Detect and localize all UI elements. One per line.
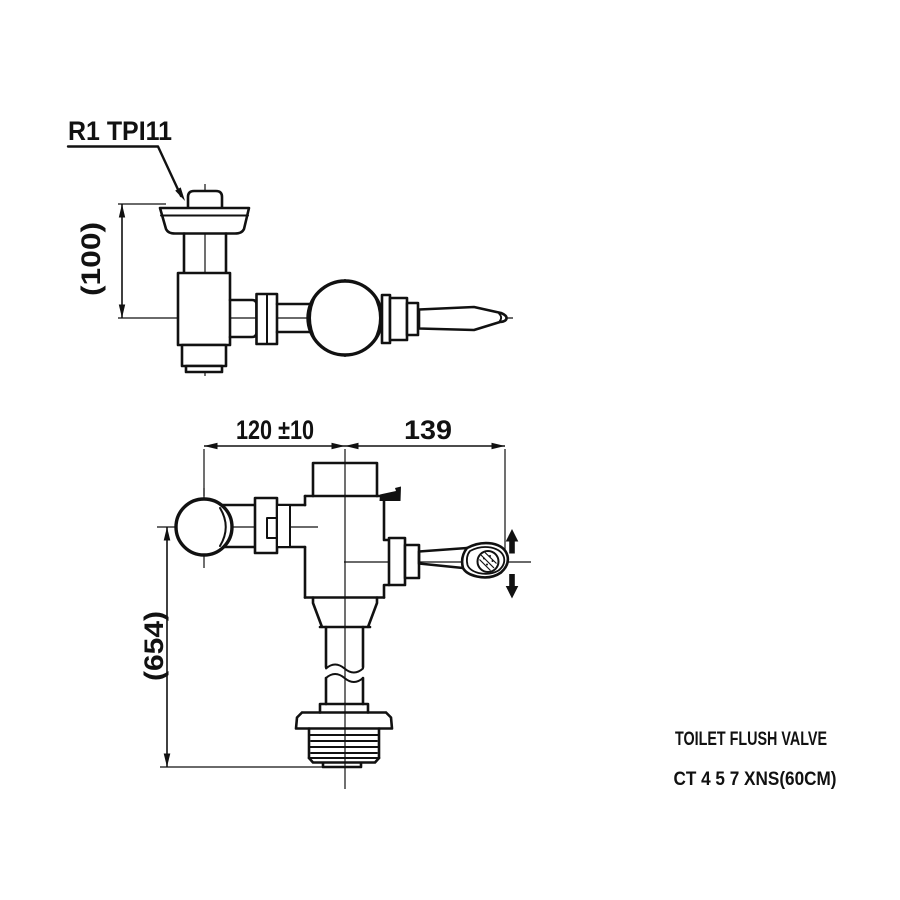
inlet-nut-notch bbox=[266, 517, 278, 539]
connector-pipe-lines bbox=[275, 302, 312, 334]
body-step-2 bbox=[184, 364, 224, 374]
valve-body-front-view bbox=[294, 461, 421, 769]
dim-arrow-mid-left bbox=[331, 442, 345, 450]
up-arrow-icon bbox=[505, 529, 519, 554]
handle-lever-front-view bbox=[417, 529, 519, 599]
dim-horizontal: 120 ±10 139 bbox=[203, 415, 506, 559]
down-pipe-lower bbox=[324, 676, 365, 706]
body-step-1 bbox=[180, 343, 228, 368]
hex-nut-outline bbox=[186, 189, 224, 208]
stem-pipe-lines bbox=[182, 232, 228, 275]
inlet-step bbox=[276, 504, 291, 548]
inlet-inner-arc bbox=[219, 507, 227, 547]
dome-inner-arcs bbox=[309, 294, 381, 342]
valve-dome-circle bbox=[306, 279, 384, 357]
dim-100-label: (100) bbox=[76, 222, 106, 296]
valve-inlet-flange-top-view bbox=[158, 189, 251, 275]
front-view-centerlines bbox=[157, 449, 531, 789]
model-code: CT 4 5 7 XNS(60CM) bbox=[674, 769, 837, 790]
dim-extension-lines bbox=[203, 449, 506, 559]
flange-outline bbox=[158, 206, 251, 235]
brand-mark bbox=[379, 486, 401, 501]
thread-spec-callout: R1 TPI11 bbox=[66, 116, 185, 201]
handle-ring-2 bbox=[388, 296, 409, 342]
dim-arrow-right bbox=[491, 442, 505, 450]
product-name: TOILET FLUSH VALVE bbox=[675, 729, 827, 750]
lever-knob-hatch bbox=[479, 552, 497, 571]
handle-boss-1 bbox=[387, 536, 407, 587]
handle-lever-top-view bbox=[417, 305, 508, 332]
front-view: 120 ±10 139 (654) bbox=[139, 415, 531, 789]
dim-100: (100) bbox=[76, 203, 166, 318]
thread-edges bbox=[307, 727, 381, 760]
dim-arrow-left bbox=[204, 442, 218, 450]
pipe-break-lines bbox=[325, 663, 364, 683]
dim-654-arrow-top bbox=[163, 527, 171, 541]
spud-collar bbox=[318, 702, 370, 714]
thread-lines bbox=[308, 734, 380, 759]
lever-tip-detail bbox=[498, 312, 503, 323]
spud-flange bbox=[294, 711, 394, 730]
inlet-circle bbox=[174, 497, 234, 557]
dim-100-arrow-bottom bbox=[118, 304, 126, 318]
down-arrow-icon bbox=[505, 574, 519, 599]
lever-knob-dots bbox=[483, 555, 494, 566]
dim-100-arrow-top bbox=[118, 204, 126, 218]
leader-arrow bbox=[175, 187, 185, 201]
valve-body-top-view bbox=[176, 271, 508, 374]
lever-shaft bbox=[417, 546, 469, 570]
body-block bbox=[176, 271, 232, 347]
dim-139-label: 139 bbox=[404, 415, 452, 445]
handle-ring-3 bbox=[405, 301, 420, 337]
thread-spec-label: R1 TPI11 bbox=[68, 116, 172, 146]
dim-654-arrow-bottom bbox=[163, 753, 171, 767]
inlet-assembly-front-view bbox=[174, 496, 307, 557]
down-pipe-upper bbox=[324, 625, 365, 669]
handle-boss-2 bbox=[403, 543, 421, 580]
leader-line bbox=[66, 145, 183, 198]
body-top-cap bbox=[311, 461, 379, 498]
thread-bottom bbox=[307, 756, 381, 769]
dim-654: (654) bbox=[139, 527, 323, 768]
top-view: (100) R1 TPI11 bbox=[66, 116, 513, 376]
lever-knob-inner bbox=[466, 546, 506, 575]
body-taper bbox=[311, 596, 379, 629]
dim-654-label: (654) bbox=[139, 611, 169, 681]
handle-ring-1 bbox=[380, 293, 392, 345]
dim-arrow-mid-right bbox=[345, 442, 359, 450]
flange-threads bbox=[307, 727, 381, 769]
inlet-pipe-lines bbox=[220, 503, 307, 549]
title-block: TOILET FLUSH VALVE CT 4 5 7 XNS(60CM) bbox=[674, 729, 837, 790]
dim-120-label: 120 ±10 bbox=[236, 415, 314, 445]
lever-knob-disc bbox=[476, 550, 500, 573]
